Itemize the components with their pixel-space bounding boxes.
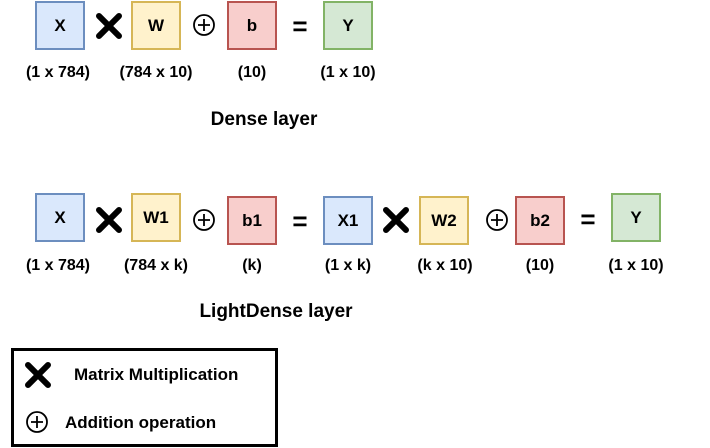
lightdense-b2-box: b2: [515, 196, 565, 245]
lightdense-w2-label: W2: [431, 210, 457, 230]
dense-y-label: Y: [342, 15, 354, 35]
lightdense-w1-dim: (784 x k): [123, 257, 189, 274]
lightdense-w2-box: W2: [419, 196, 469, 245]
lightdense-b2-dim: (10): [525, 257, 555, 274]
lightdense-equals-sign-2: =: [580, 204, 596, 234]
dense-w-dim: (784 x 10): [119, 64, 193, 81]
lightdense-b1-label: b1: [242, 210, 262, 230]
dense-w-label: W: [147, 15, 165, 35]
multiply-x-icon: [25, 362, 51, 388]
lightdense-y-label: Y: [630, 207, 642, 227]
dense-y-box: Y: [323, 1, 373, 50]
circled-plus-icon: [486, 209, 508, 231]
lightdense-b1-box: b1: [227, 196, 277, 245]
lightdense-w1-box: W1: [131, 193, 181, 242]
lightdense-b1-dim: (k): [242, 257, 262, 274]
lightdense-layer-title: LightDense layer: [199, 301, 353, 322]
dense-b-label: b: [246, 15, 258, 35]
dense-layer-title: Dense layer: [210, 109, 318, 130]
dense-equals-sign: =: [292, 11, 308, 41]
legend: Matrix Multiplication Addition operation: [11, 348, 278, 447]
lightdense-x1-label: X1: [337, 210, 359, 230]
circled-plus-icon: [26, 411, 48, 433]
lightdense-x-box: X: [35, 193, 85, 242]
multiply-x-icon: [96, 207, 122, 233]
lightdense-y-box: Y: [611, 193, 661, 242]
dense-x-label: X: [54, 15, 66, 35]
dense-x-box: X: [35, 1, 85, 50]
lightdense-x1-dim: (1 x k): [324, 257, 372, 274]
lightdense-x1-box: X1: [323, 196, 373, 245]
dense-b-box: b: [227, 1, 277, 50]
lightdense-x-dim: (1 x 784): [25, 257, 91, 274]
dense-y-dim: (1 x 10): [320, 64, 376, 81]
lightdense-y-dim: (1 x 10): [608, 257, 664, 274]
dense-b-dim: (10): [237, 64, 267, 81]
circled-plus-icon: [193, 14, 215, 36]
lightdense-b2-label: b2: [530, 210, 550, 230]
lightdense-equals-sign-1: =: [292, 206, 308, 236]
lightdense-x-label: X: [54, 207, 66, 227]
lightdense-w2-dim: (k x 10): [417, 257, 473, 274]
dense-x-dim: (1 x 784): [25, 64, 91, 81]
legend-matrix-multiplication-label: Matrix Multiplication: [74, 365, 239, 384]
multiply-x-icon: [383, 207, 409, 233]
legend-addition-operation-label: Addition operation: [65, 413, 217, 432]
multiply-x-icon: [96, 13, 122, 39]
dense-w-box: W: [131, 1, 181, 50]
circled-plus-icon: [193, 209, 215, 231]
lightdense-w1-label: W1: [143, 207, 169, 227]
